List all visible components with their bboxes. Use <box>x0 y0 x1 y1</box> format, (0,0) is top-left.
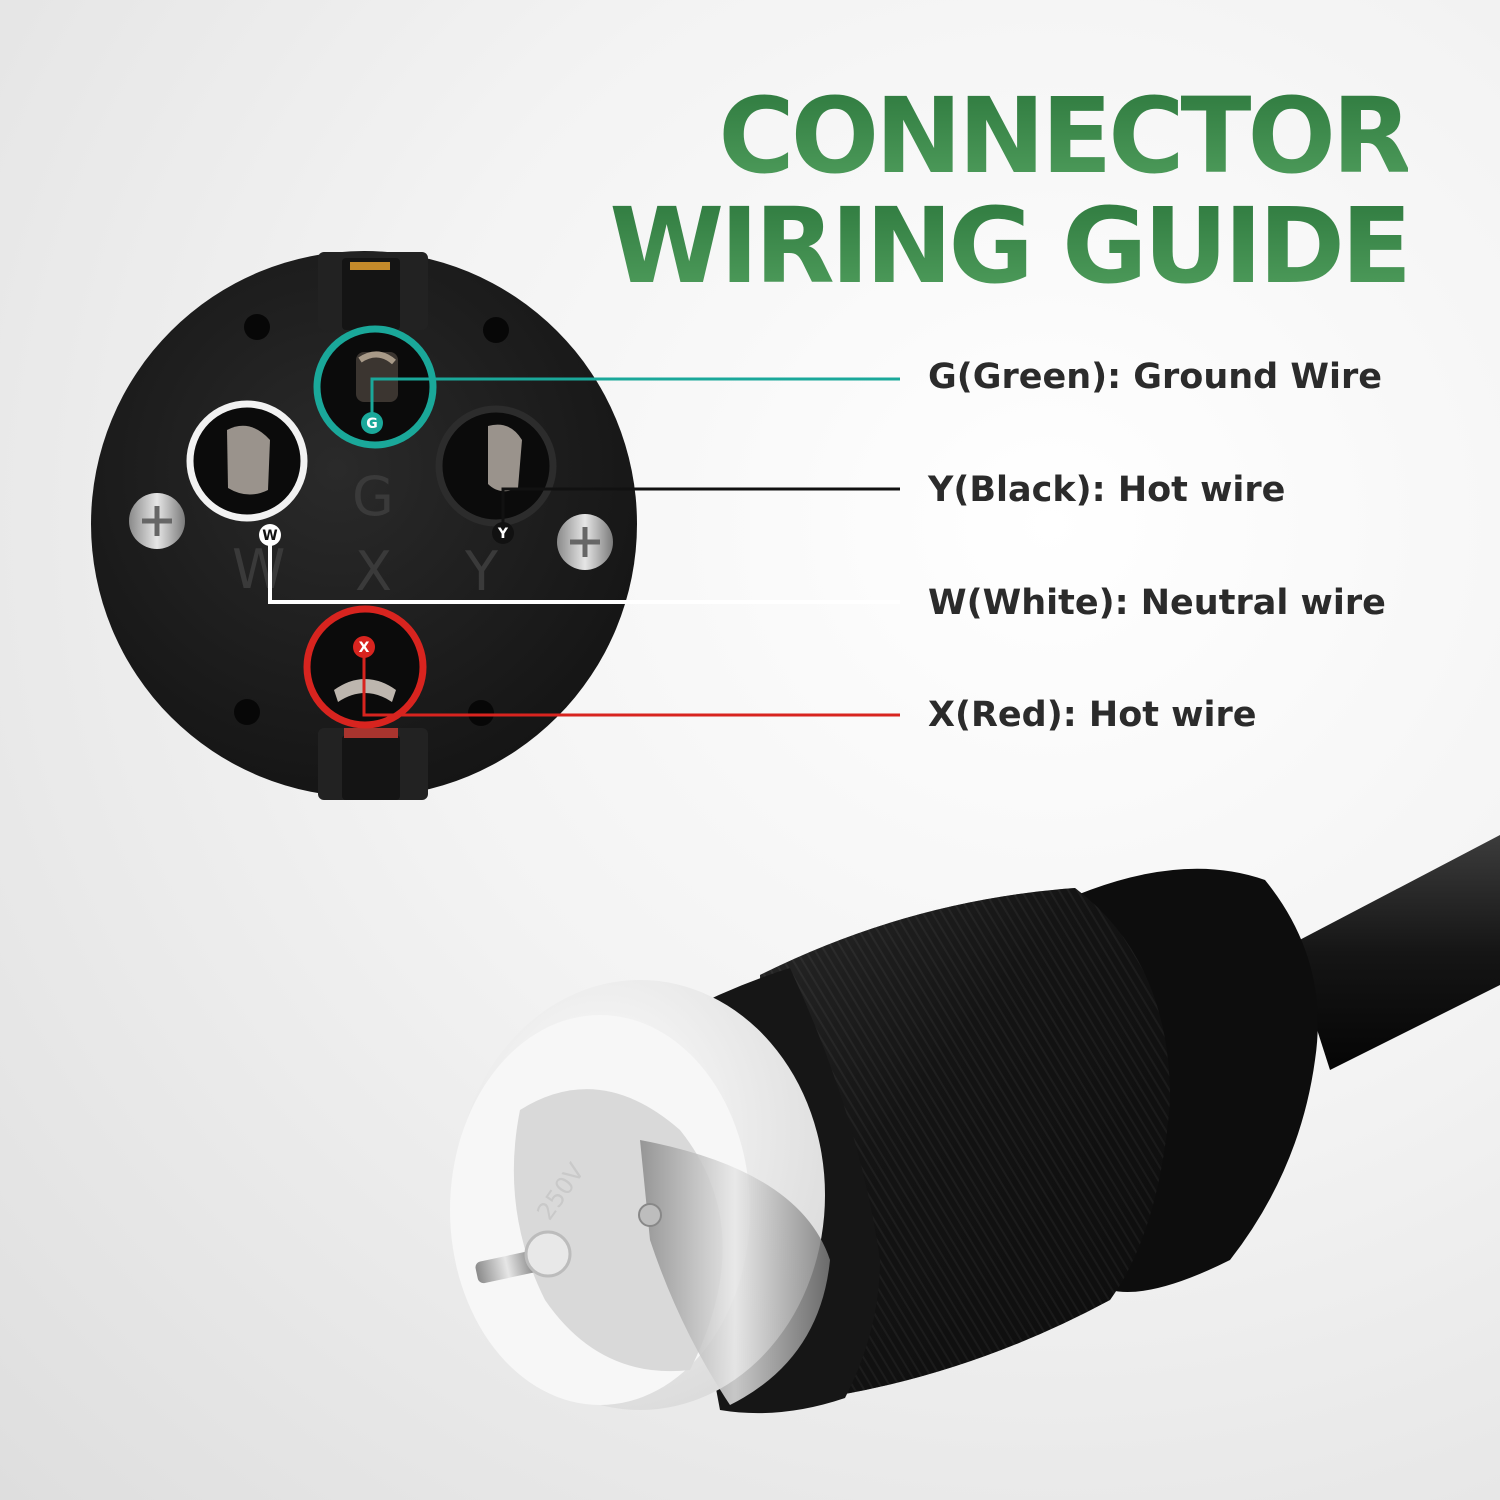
legend-label-ground: G(Green): Ground Wire <box>928 357 1382 397</box>
legend-label-hot-x: X(Red): Hot wire <box>928 695 1257 735</box>
socket-hot-y <box>435 405 557 527</box>
legend-label-hot-y: Y(Black): Hot wire <box>928 470 1286 510</box>
receptacle-face: G W X Y <box>91 251 637 800</box>
socket-ground <box>313 325 437 449</box>
svg-text:X: X <box>355 540 392 603</box>
plug-illustration: 250V <box>450 835 1500 1414</box>
screw-icon <box>129 493 185 549</box>
leader-lines <box>268 377 900 717</box>
svg-text:W: W <box>232 538 285 601</box>
legend-label-neutral: W(White): Neutral wire <box>928 583 1386 623</box>
page-title-line-1: CONNECTOR <box>718 75 1412 197</box>
screw-icon <box>557 514 613 570</box>
svg-text:G: G <box>352 465 394 528</box>
page-title-line-2: WIRING GUIDE <box>609 185 1412 307</box>
svg-text:Y: Y <box>464 540 499 603</box>
socket-neutral <box>186 400 308 522</box>
